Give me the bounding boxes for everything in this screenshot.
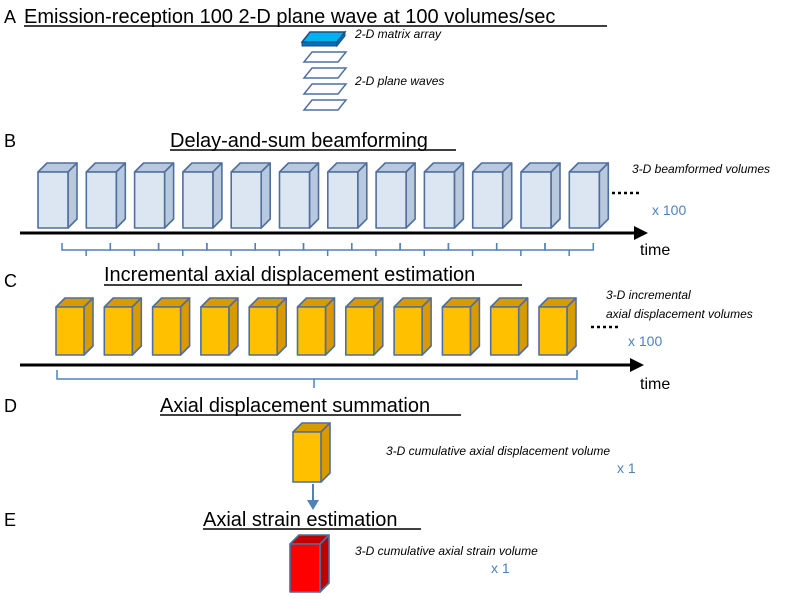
cumulative-strain-multiplier: x 1 bbox=[491, 560, 510, 576]
panel-e-title: Axial strain estimation bbox=[203, 509, 398, 531]
cumulative-strain-label: 3-D cumulative axial strain volume bbox=[355, 544, 538, 558]
displacement-volume bbox=[151, 297, 191, 356]
pair-bracket bbox=[254, 243, 305, 256]
panel-b-letter: B bbox=[4, 131, 16, 151]
panel-e-letter: E bbox=[4, 510, 16, 530]
cumulative-strain-volume bbox=[289, 534, 330, 593]
matrix-array-label: 2-D matrix array bbox=[354, 27, 442, 41]
beamformed-volume bbox=[230, 162, 272, 229]
pair-bracket bbox=[495, 243, 546, 256]
displacement-volume bbox=[489, 297, 529, 356]
pair-bracket bbox=[447, 243, 498, 256]
beamformed-volumes-label: 3-D beamformed volumes bbox=[632, 162, 770, 176]
pair-bracket bbox=[351, 243, 401, 256]
displacement-volume bbox=[344, 297, 384, 356]
displacement-volume bbox=[200, 297, 239, 356]
beamformed-volume bbox=[423, 162, 465, 229]
panel-c-letter: C bbox=[4, 271, 17, 291]
plane-waves-label: 2-D plane waves bbox=[354, 74, 444, 88]
beamformed-volume bbox=[85, 162, 127, 229]
beamformed-volume bbox=[37, 162, 78, 229]
pair-bracket bbox=[61, 243, 112, 256]
beamformed-volume bbox=[182, 162, 223, 229]
cumulative-displacement-volume bbox=[292, 422, 331, 483]
displacement-volume bbox=[248, 297, 288, 356]
cumulative-volume-box bbox=[292, 422, 331, 483]
beamformed-volume bbox=[375, 162, 416, 229]
time-axis-c-arrowhead bbox=[630, 358, 644, 372]
pairwise-brackets bbox=[61, 243, 595, 256]
panel-a-title: Emission-reception 100 2-D plane wave at… bbox=[24, 6, 555, 28]
pair-bracket bbox=[157, 243, 208, 256]
displacement-volume bbox=[441, 297, 481, 356]
displacement-volume bbox=[296, 297, 336, 356]
cumulative-displacement-multiplier: x 1 bbox=[617, 460, 636, 476]
beamformed-multiplier: x 100 bbox=[652, 202, 686, 218]
displacement-volume bbox=[393, 297, 432, 356]
incremental-volumes-label-line2: axial displacement volumes bbox=[606, 307, 753, 321]
incremental-volumes-label-line1: 3-D incremental bbox=[606, 288, 691, 302]
time-axis-b-arrowhead bbox=[634, 226, 648, 240]
displacement-volume bbox=[538, 297, 577, 356]
pair-bracket bbox=[109, 243, 160, 256]
incremental-multiplier: x 100 bbox=[628, 333, 662, 349]
panel-d-letter: D bbox=[4, 396, 17, 416]
panel-b-title: Delay-and-sum beamforming bbox=[170, 130, 428, 152]
displacement-volume bbox=[103, 297, 143, 356]
beamformed-volume bbox=[568, 162, 610, 229]
pair-bracket bbox=[302, 243, 353, 256]
pair-bracket bbox=[399, 243, 450, 256]
beamformed-volume bbox=[520, 162, 561, 229]
beamformed-volume bbox=[471, 162, 513, 229]
down-arrowhead bbox=[307, 500, 319, 510]
matrix-array-icon bbox=[300, 30, 347, 48]
panel-d-title: Axial displacement summation bbox=[160, 395, 430, 417]
cumulative-displacement-label: 3-D cumulative axial displacement volume bbox=[386, 444, 610, 458]
plane-waves-icon bbox=[302, 51, 348, 111]
panel-a-letter: A bbox=[4, 7, 16, 27]
incremental-displacement-volumes bbox=[55, 297, 577, 356]
time-axis-c-label: time bbox=[640, 376, 670, 393]
beamformed-volumes bbox=[37, 162, 610, 229]
strain-volume-box bbox=[289, 534, 330, 593]
beamformed-volume bbox=[278, 162, 320, 229]
pair-bracket bbox=[206, 243, 256, 256]
summation-bracket bbox=[56, 370, 578, 388]
beamformed-volume bbox=[326, 162, 368, 229]
displacement-volume bbox=[55, 297, 94, 356]
panel-c-title: Incremental axial displacement estimatio… bbox=[104, 264, 475, 286]
beamformed-volume bbox=[133, 162, 175, 229]
pair-bracket bbox=[544, 243, 595, 256]
time-axis-b-label: time bbox=[640, 242, 670, 259]
